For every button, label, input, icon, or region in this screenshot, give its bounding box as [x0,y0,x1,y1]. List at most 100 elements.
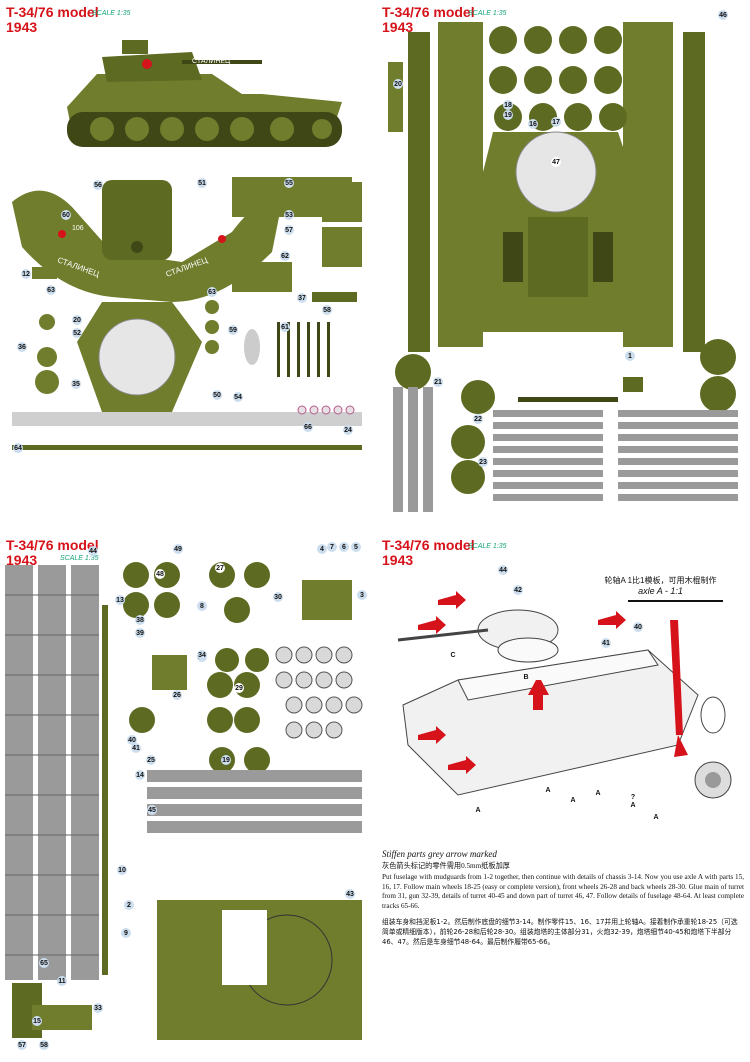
tank-number-marking: 106 [170,44,182,51]
part-label: 10 [118,867,126,874]
part-label: 43 [346,891,354,898]
part-label: 22 [474,416,482,423]
part-label: 14 [136,772,144,779]
part-label: 50 [213,392,221,399]
axle-note: 轮轴A 1比1模板，可用木棍制作 axle A - 1:1 [593,575,728,597]
model-title: T-34/76 model [382,537,475,553]
label-a: A [475,807,480,814]
sheet-2: T-34/76 model 1943 SCALE 1:35 [378,2,748,527]
part-label: 38 [136,617,144,624]
part-label: 25 [147,757,155,764]
number-left: 106 [72,225,84,232]
model-year: 1943 [6,552,38,568]
sheet-2-parts: 20 18 19 16 17 21 1 22 23 46 47 [388,10,738,512]
model-year: 1943 [382,19,414,35]
axle-note-cn: 轮轴A 1比1模板，可用木棍制作 [604,576,717,585]
part-label: 6 [342,544,346,551]
part-label: 7 [330,544,334,551]
part-label: 61 [281,324,289,331]
part-label: 33 [94,1005,102,1012]
part-label: 52 [73,330,81,337]
part-label: 65 [40,960,48,967]
sheet-4: T-34/76 model 1943 SCALE 1:35 轮轴A 1比1模板，… [378,535,748,1060]
part-label: 20 [394,81,402,88]
model-year: 1943 [6,19,38,35]
sheet-3: T-34/76 model 1943 SCALE 1:35 [2,535,372,1060]
part-label: 57 [285,227,293,234]
part-label: 62 [281,253,289,260]
part-label: 57 [18,1042,26,1049]
part-label: 29 [235,685,243,692]
fender-strip [12,445,362,450]
scale-label: SCALE 1:35 [468,10,507,17]
label-c: C [450,652,455,659]
part-labels-sheet-4: 44 42 40 41 C B A A A A A A ? 11 [450,565,659,821]
turret-ring [98,318,176,396]
part-label: 56 [94,182,102,189]
part-label: 54 [234,394,242,401]
part-label: 36 [18,344,26,351]
part-label: 41 [132,745,140,752]
part-label: 11 [58,978,66,985]
sheet-1-parts: 106 СТАЛИНЕЦ СТАЛИНЕЦ СТАЛИНЕЦ 106 106 [12,40,362,453]
part-labels-sheet-2: 20 18 19 16 17 21 1 22 23 46 47 [393,10,728,467]
part-label: 37 [298,295,306,302]
scale-label: SCALE 1:35 [92,10,131,17]
sheet-3-parts: 44 49 4 48 8 27 29 28 13 30 3 34 25 19 7… [5,542,367,1050]
part-label: 26 [173,692,181,699]
model-title: T-34/76 model [6,4,99,20]
model-title: T-34/76 model [382,4,475,20]
part-labels-sheet-1: 56 60 51 55 53 57 62 12 63 20 52 37 63 5… [13,178,353,453]
part-label: 35 [72,381,80,388]
label-a: A [595,790,600,797]
instructions-cn: 组装车身和挡泥板1-2。然后制作底盘的细节3-14。制作零件15、16、17并用… [382,917,738,946]
part-label: 63 [208,289,216,296]
number-right: 106 [192,239,204,246]
part-label: 5 [354,544,358,551]
part-label: 53 [285,212,293,219]
part-label: 41 [602,640,610,647]
part-label: 51 [198,180,206,187]
part-label: 66 [304,424,312,431]
part-label: 24 [344,427,352,434]
sheet-title: T-34/76 model 1943 [6,5,99,35]
sheet-title: T-34/76 model 1943 [6,538,99,568]
part-label: 58 [323,307,331,314]
part-label: 1 [628,353,632,360]
part-label: 27 [216,565,224,572]
part-label: 64 [14,445,22,452]
stiffen-note-en: Stiffen parts grey arrow marked [382,849,497,859]
part-label: 49 [174,546,182,553]
part-label: 19 [222,757,230,764]
scale-label: SCALE 1:35 [60,555,99,562]
part-label: 58 [40,1042,48,1049]
label-a: A [545,787,550,794]
part-label: 13 [116,597,124,604]
turret-net: СТАЛИНЕЦ СТАЛИНЕЦ 106 106 [12,180,282,302]
part-label: 45 [148,807,156,814]
part-label: 59 [229,327,237,334]
assembly-diagram: 44 42 40 41 C B A A A A A A ? 11 [397,565,732,821]
part-label: 55 [285,180,293,187]
stiffen-note-cn: 灰色箭头标记的零件需用0.5mm纸板加厚 [382,861,510,870]
part-label: 44 [499,567,507,574]
part-label: 12 [22,271,30,278]
assembly-instructions: Stiffen parts grey arrow marked 灰色箭头标记的零… [382,849,744,949]
scale-label: SCALE 1:35 [468,543,507,550]
part-label: 34 [198,652,206,659]
sheet-title: T-34/76 model 1943 [382,5,475,35]
tank-illustration: 106 СТАЛИНЕЦ [67,40,342,147]
track-strip [12,412,362,426]
part-label: 30 [274,594,282,601]
part-label: 18 [504,102,512,109]
part-label: 23 [479,459,487,466]
part-label: 2 [127,902,131,909]
axle-note-en: axle A - 1:1 [638,586,683,596]
part-label: 15 [33,1018,41,1025]
part-label: 48 [156,571,164,578]
part-label: 46 [719,12,727,19]
part-label: 21 [434,379,442,386]
part-label: 3 [360,592,364,599]
label-a: A [630,802,635,809]
sheet-title: T-34/76 model 1943 [382,538,475,568]
